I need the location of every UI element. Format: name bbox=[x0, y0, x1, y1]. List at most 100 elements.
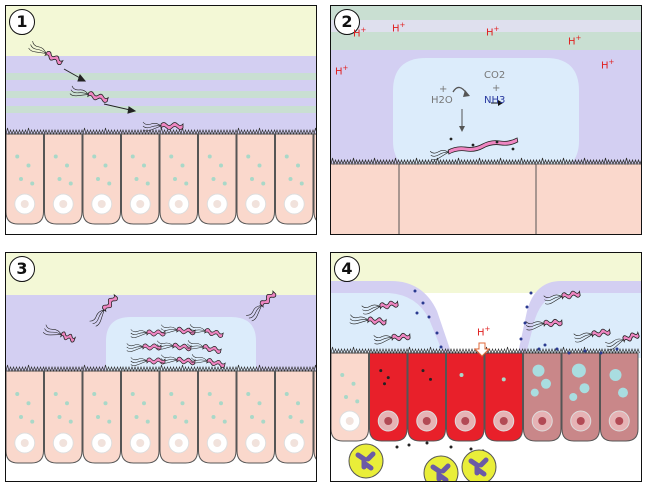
granule bbox=[57, 415, 62, 419]
granule bbox=[379, 369, 383, 373]
neutrophil-icon bbox=[348, 443, 384, 479]
flagellum bbox=[248, 305, 262, 319]
bacterium-body bbox=[87, 91, 109, 103]
microvilli bbox=[121, 366, 161, 372]
granule bbox=[511, 147, 515, 151]
toxin-dot bbox=[439, 345, 443, 349]
epithelial-cell bbox=[82, 127, 123, 225]
mucus-stripe bbox=[6, 106, 316, 113]
granule bbox=[501, 377, 506, 382]
granule bbox=[207, 154, 212, 159]
granule bbox=[207, 392, 212, 396]
nucleolus bbox=[136, 200, 145, 208]
h-plus-label: H+ bbox=[601, 58, 615, 72]
bacterium-icon bbox=[69, 85, 109, 103]
cell-body bbox=[313, 370, 316, 460]
nucleolus bbox=[290, 200, 299, 208]
epithelial-cell bbox=[523, 348, 563, 442]
nucleolus bbox=[213, 439, 222, 447]
bacterium-body bbox=[44, 50, 64, 66]
granule bbox=[340, 373, 345, 377]
granule bbox=[284, 392, 289, 396]
granule bbox=[288, 177, 293, 181]
nucleolus bbox=[59, 200, 68, 208]
toxin-dot bbox=[435, 331, 439, 335]
h-plus-label: H+ bbox=[486, 25, 500, 39]
nucleolus bbox=[290, 439, 299, 447]
bacterium-icon bbox=[130, 357, 166, 366]
granule bbox=[96, 177, 100, 181]
granule bbox=[68, 419, 73, 424]
granule bbox=[222, 419, 227, 424]
granule bbox=[173, 177, 177, 181]
granule bbox=[65, 163, 69, 168]
step-number-badge: 4 bbox=[334, 256, 360, 282]
bacterium-icon bbox=[142, 121, 184, 132]
plus-sign: + bbox=[439, 84, 448, 95]
bacterium-body bbox=[391, 332, 411, 342]
bacterium-body bbox=[367, 316, 387, 326]
granule bbox=[57, 177, 62, 181]
bacterium-body bbox=[102, 293, 118, 313]
microvilli bbox=[523, 348, 563, 354]
granule bbox=[569, 393, 578, 401]
epithelial-cells bbox=[6, 127, 316, 225]
granule bbox=[15, 154, 20, 159]
microvilli bbox=[44, 366, 84, 372]
granule bbox=[222, 181, 227, 186]
nucleolus bbox=[251, 200, 260, 208]
nucleolus bbox=[499, 417, 508, 425]
granule bbox=[219, 163, 223, 168]
flagellum bbox=[349, 319, 369, 325]
lumen bbox=[6, 253, 316, 295]
flagellum bbox=[160, 359, 178, 364]
microvilli bbox=[198, 129, 238, 135]
epithelial-cell bbox=[82, 364, 123, 464]
granule bbox=[180, 401, 185, 406]
granule bbox=[571, 363, 586, 378]
mucus-stripe bbox=[6, 91, 316, 98]
bacterium-body bbox=[622, 331, 640, 343]
bacterium-body bbox=[591, 328, 611, 338]
toxin-dot bbox=[415, 311, 419, 315]
panel-4-illustration bbox=[331, 253, 641, 481]
bacterium-icon bbox=[373, 332, 411, 345]
epithelial-cell bbox=[6, 364, 46, 464]
arrow-icon bbox=[473, 342, 491, 357]
alkaline-cloud-left bbox=[331, 293, 445, 358]
bacterium-body bbox=[146, 329, 166, 337]
microvilli bbox=[236, 127, 277, 136]
nucleolus bbox=[615, 417, 624, 425]
bacterium-body bbox=[259, 290, 277, 308]
epithelial-cell bbox=[236, 364, 277, 464]
bacteria-group bbox=[28, 40, 184, 132]
granule bbox=[246, 154, 251, 159]
flagellum bbox=[606, 339, 624, 347]
flagellum bbox=[160, 328, 178, 331]
flagellum bbox=[191, 354, 208, 362]
nucleolus bbox=[136, 439, 145, 447]
mucus-stripe bbox=[331, 6, 641, 20]
flagellum bbox=[130, 329, 148, 334]
flagellum bbox=[525, 321, 545, 325]
nucleolus bbox=[174, 439, 183, 447]
epithelial-cell bbox=[198, 129, 238, 225]
bacterium-icon bbox=[190, 354, 226, 368]
neutrophil-icon bbox=[461, 449, 497, 481]
step-number-badge: 1 bbox=[9, 9, 35, 35]
nucleolus bbox=[251, 439, 260, 447]
microvilli bbox=[331, 346, 371, 355]
epithelial-cell bbox=[159, 127, 200, 225]
flagellum bbox=[186, 346, 204, 350]
granule bbox=[142, 401, 146, 406]
granule bbox=[92, 392, 97, 396]
toxin-dot bbox=[615, 347, 619, 351]
h-plus-label: H+ bbox=[568, 34, 582, 48]
epithelial-cell bbox=[159, 364, 200, 464]
granule bbox=[107, 419, 112, 424]
granule bbox=[26, 401, 31, 406]
neutrophil-nucleus bbox=[468, 457, 489, 477]
nucleolus bbox=[345, 417, 354, 425]
granule bbox=[145, 181, 150, 186]
flagellum bbox=[362, 306, 381, 315]
